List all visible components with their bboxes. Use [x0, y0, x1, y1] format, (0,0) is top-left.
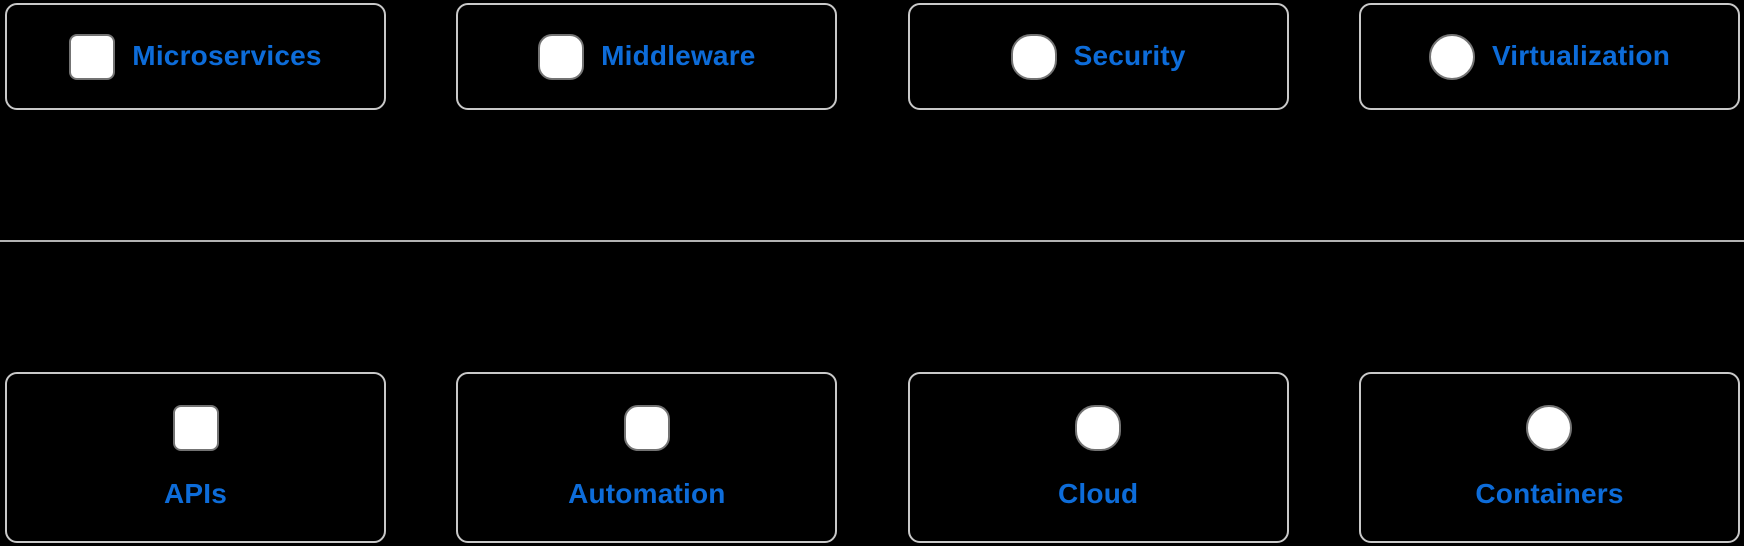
- tile-label: Middleware: [601, 40, 756, 72]
- rounded-square-icon: [623, 404, 670, 451]
- tile-label: Security: [1073, 40, 1186, 72]
- circle-icon: [1428, 33, 1475, 80]
- tile-containers[interactable]: Containers: [1358, 372, 1740, 543]
- squircle-icon: [1075, 404, 1122, 451]
- tile-cloud[interactable]: Cloud: [907, 372, 1289, 543]
- tile-label: Microservices: [132, 40, 322, 72]
- rounded-square-icon: [538, 33, 585, 80]
- tile-label: Virtualization: [1491, 40, 1671, 72]
- rounded-square-icon: [172, 404, 219, 451]
- tile-microservices[interactable]: Microservices: [5, 3, 386, 110]
- top-tile-row: Microservices Middleware Security Virtua…: [5, 3, 1740, 110]
- bottom-tile-row: APIs Automation Cloud Containers: [5, 372, 1740, 543]
- tile-label: Cloud: [1058, 477, 1139, 509]
- tile-label: Automation: [568, 477, 726, 509]
- tile-label: Containers: [1475, 477, 1624, 509]
- squircle-icon: [1010, 33, 1057, 80]
- tile-security[interactable]: Security: [907, 3, 1289, 110]
- tile-middleware[interactable]: Middleware: [456, 3, 838, 110]
- tile-apis[interactable]: APIs: [5, 372, 386, 543]
- tile-virtualization[interactable]: Virtualization: [1358, 3, 1740, 110]
- section-divider: [0, 240, 1744, 242]
- tile-automation[interactable]: Automation: [456, 372, 838, 543]
- circle-icon: [1526, 404, 1573, 451]
- rounded-square-icon: [69, 33, 116, 80]
- tile-label: APIs: [163, 477, 228, 509]
